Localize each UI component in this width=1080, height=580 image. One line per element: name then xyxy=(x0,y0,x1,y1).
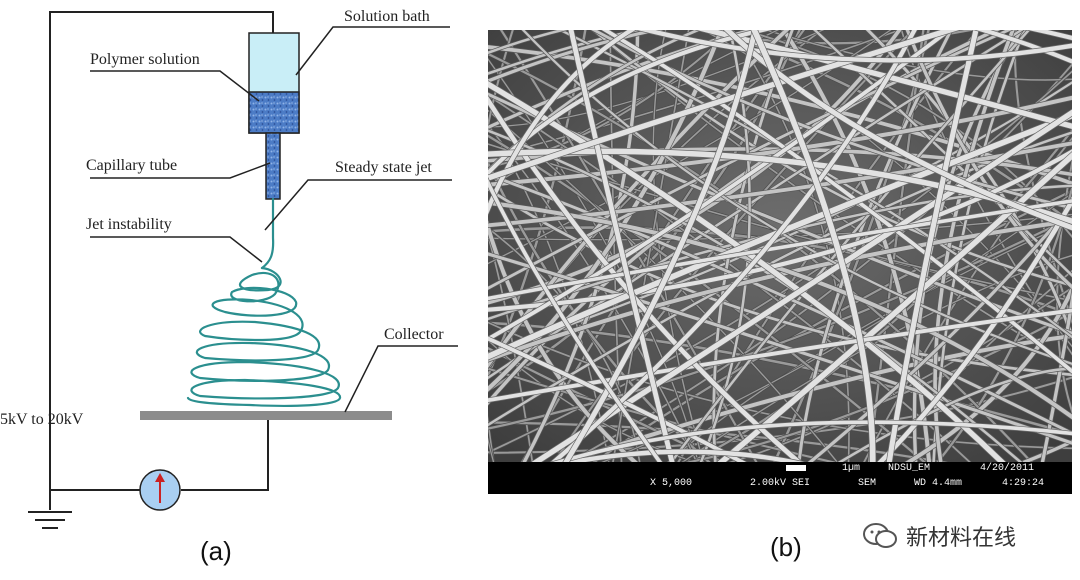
collector-label: Collector xyxy=(384,326,444,343)
capillary-tube-label: Capillary tube xyxy=(86,157,177,174)
watermark-left-text: 大数跨境 xyxy=(52,550,116,569)
watermark-right-text: 新材料在线 xyxy=(906,526,1017,551)
fiber xyxy=(488,415,495,462)
polymer-solution-label: Polymer solution xyxy=(90,51,200,68)
fiber xyxy=(550,30,917,462)
scale-bar xyxy=(786,465,806,471)
circuit-wire xyxy=(49,11,274,510)
fiber xyxy=(488,30,636,215)
fiber xyxy=(936,184,1072,462)
watermark-left: 大数跨境 xyxy=(8,546,116,569)
fiber xyxy=(488,30,892,265)
fiber xyxy=(1019,439,1072,462)
fiber xyxy=(488,218,1072,362)
panel-a-label: (a) xyxy=(200,536,232,566)
polymer-jet xyxy=(186,197,342,407)
fiber xyxy=(568,30,675,462)
fiber xyxy=(886,30,979,462)
fiber xyxy=(731,30,850,462)
fiber xyxy=(975,30,1072,64)
voltage-label: 5kV to 20kV xyxy=(0,411,84,428)
leader-lines xyxy=(90,26,458,413)
fiber xyxy=(488,178,663,462)
fiber xyxy=(488,30,644,75)
watermark-logo-icon xyxy=(8,546,46,565)
electrospinning-schematic: Solution bath Polymer solution Capillary… xyxy=(0,8,458,569)
fiber xyxy=(560,449,804,462)
fiber xyxy=(591,30,1072,210)
ammeter-icon xyxy=(139,469,181,511)
fiber xyxy=(717,152,1072,462)
fiber xyxy=(488,199,1072,301)
solution-bath-label: Solution bath xyxy=(344,8,430,25)
capture-time: 4:29:24 xyxy=(1002,478,1045,489)
fiber xyxy=(904,284,1072,462)
capture-date: 4/20/2011 xyxy=(980,463,1035,474)
fiber xyxy=(488,252,1072,445)
sem-fiber-image xyxy=(488,30,1072,462)
fiber xyxy=(723,30,1072,231)
wechat-icon xyxy=(863,523,897,548)
fiber xyxy=(751,30,876,462)
fiber xyxy=(488,30,568,55)
fiber xyxy=(1028,30,1072,41)
fiber xyxy=(563,30,758,462)
fiber xyxy=(488,112,1072,360)
sem-micrograph: 1µm NDSU_EM 4/20/2011 X 5,000 2.00kV SEI… xyxy=(488,30,1072,494)
fiber xyxy=(488,308,1072,403)
fiber xyxy=(488,232,534,462)
fiber xyxy=(488,30,953,342)
fiber xyxy=(488,30,514,131)
fiber xyxy=(488,30,790,369)
operator-name: NDSU_EM xyxy=(888,463,931,474)
fiber xyxy=(488,149,1072,312)
fiber xyxy=(488,215,1072,430)
ground-icon xyxy=(28,511,72,529)
collector-plate xyxy=(140,411,392,420)
working-distance: WD 4.4mm xyxy=(914,478,963,489)
jet-instability-label: Jet instability xyxy=(86,216,172,233)
fiber xyxy=(681,254,1072,462)
panel-b-label: (b) xyxy=(770,532,802,562)
capillary-tube xyxy=(265,132,281,200)
fiber xyxy=(488,30,1013,290)
accelerating-voltage: 2.00kV SEI xyxy=(750,478,811,489)
fiber xyxy=(636,30,1072,63)
fiber xyxy=(488,30,664,83)
steady-state-jet-label: Steady state jet xyxy=(335,159,432,176)
scale-length: 1µm xyxy=(842,463,861,474)
magnification: X 5,000 xyxy=(650,478,693,489)
fiber xyxy=(1040,290,1072,462)
fiber xyxy=(488,336,747,462)
watermark-right: 新材料在线 xyxy=(862,518,1016,554)
sem-info-bar: 1µm NDSU_EM 4/20/2011 X 5,000 2.00kV SEI… xyxy=(488,462,1072,494)
detector-type: SEM xyxy=(858,478,877,489)
